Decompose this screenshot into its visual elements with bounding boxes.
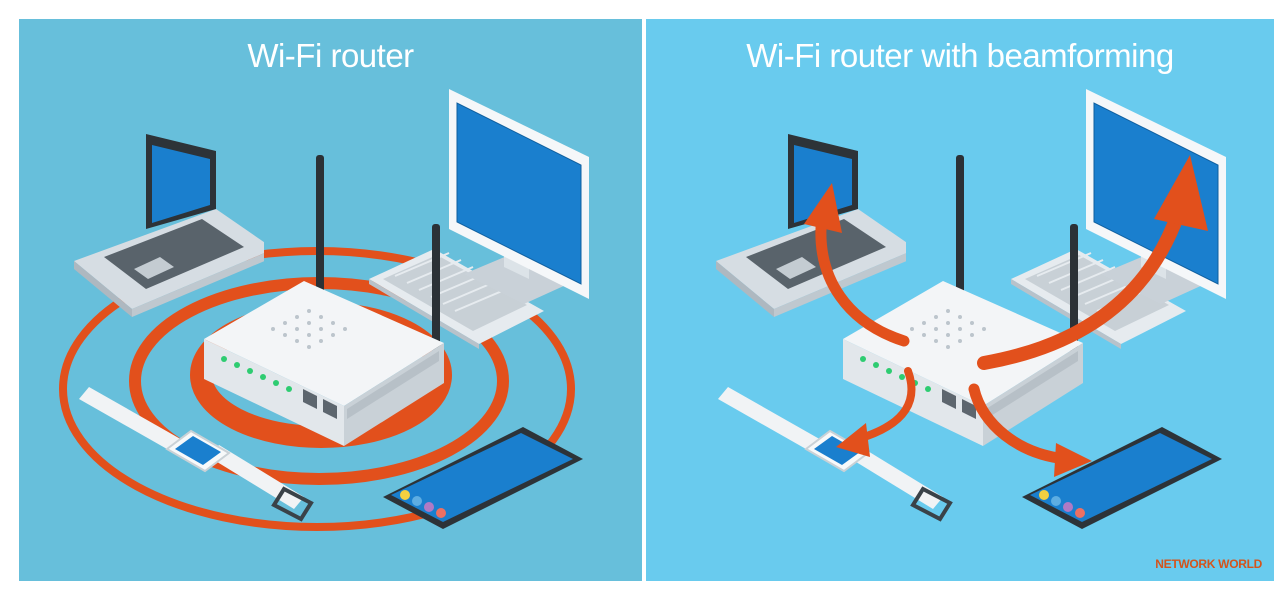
beam-arrow-icon (977, 207, 1185, 370)
monitor-icon (448, 89, 590, 305)
panel-title-beamforming: Wi-Fi router with beamforming (746, 37, 1174, 74)
publisher-credit: NETWORK WORLD (1155, 557, 1262, 571)
smartphone-icon (1022, 427, 1222, 529)
beam-arrow-head (836, 423, 870, 457)
router-icon (843, 281, 1083, 446)
panel-standard-router: Wi-Fi router (19, 19, 642, 581)
beam-arrow-head (1154, 155, 1208, 231)
beam-arrow-head (804, 183, 842, 233)
beam-arrow-icon (968, 383, 1072, 465)
panel-title-standard: Wi-Fi router (247, 37, 414, 74)
panel-beamforming-router: Wi-Fi router with beamforming NETWORK WO… (646, 19, 1274, 581)
beamforming-router-illustration (716, 89, 1227, 529)
beam-arrow-icon (854, 367, 916, 443)
antenna-icon (316, 155, 440, 374)
beam-arrow-head (1054, 443, 1092, 477)
standard-router-illustration (59, 89, 590, 531)
beam-arrow-icon (815, 209, 910, 347)
